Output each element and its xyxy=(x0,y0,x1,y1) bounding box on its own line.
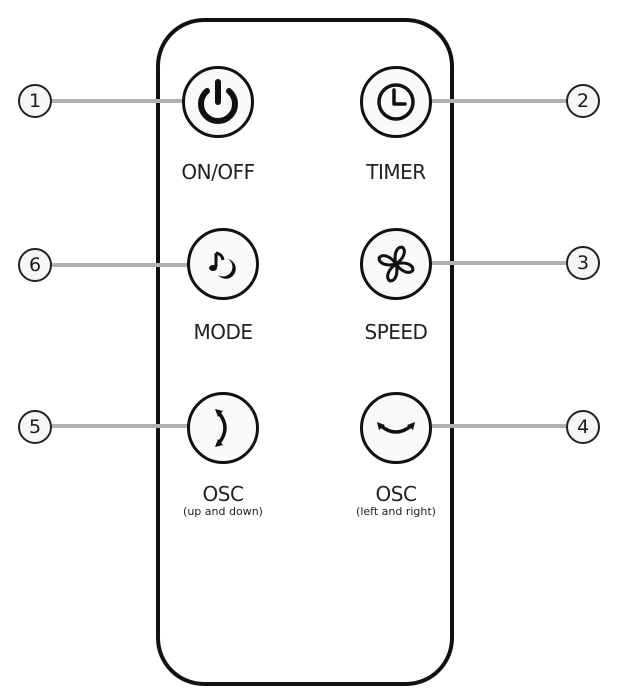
callout-1: 1 xyxy=(18,84,52,118)
music-moon-icon xyxy=(209,251,236,279)
osc-up-down-button[interactable] xyxy=(187,392,259,464)
timer-label: TIMER xyxy=(366,160,426,184)
osc-left-right-sublabel: (left and right) xyxy=(356,505,436,518)
leader-line-3 xyxy=(432,261,566,265)
timer-button[interactable] xyxy=(360,66,432,138)
horizontal-swing-icon xyxy=(377,422,415,434)
mode-label: MODE xyxy=(193,320,253,344)
leader-line-1 xyxy=(52,99,187,103)
callout-6: 6 xyxy=(18,248,52,282)
leader-line-5 xyxy=(52,424,192,428)
power-icon xyxy=(198,79,238,124)
mode-button[interactable] xyxy=(187,228,259,300)
osc-up-down-sublabel: (up and down) xyxy=(183,505,263,518)
leader-line-6 xyxy=(52,263,192,267)
leader-line-2 xyxy=(432,99,566,103)
leader-line-4 xyxy=(432,424,566,428)
fan-icon xyxy=(377,245,415,283)
vertical-swing-icon xyxy=(215,409,227,447)
callout-5: 5 xyxy=(18,410,52,444)
callout-3: 3 xyxy=(566,246,600,280)
clock-icon xyxy=(377,83,415,121)
callout-2: 2 xyxy=(566,84,600,118)
osc-left-right-button[interactable] xyxy=(360,392,432,464)
on-off-label: ON/OFF xyxy=(181,160,255,184)
on-off-button[interactable] xyxy=(182,66,254,138)
speed-label: SPEED xyxy=(364,320,428,344)
osc-left-right-label: OSC xyxy=(375,482,417,506)
callout-4: 4 xyxy=(566,410,600,444)
speed-button[interactable] xyxy=(360,228,432,300)
osc-up-down-label: OSC xyxy=(202,482,244,506)
